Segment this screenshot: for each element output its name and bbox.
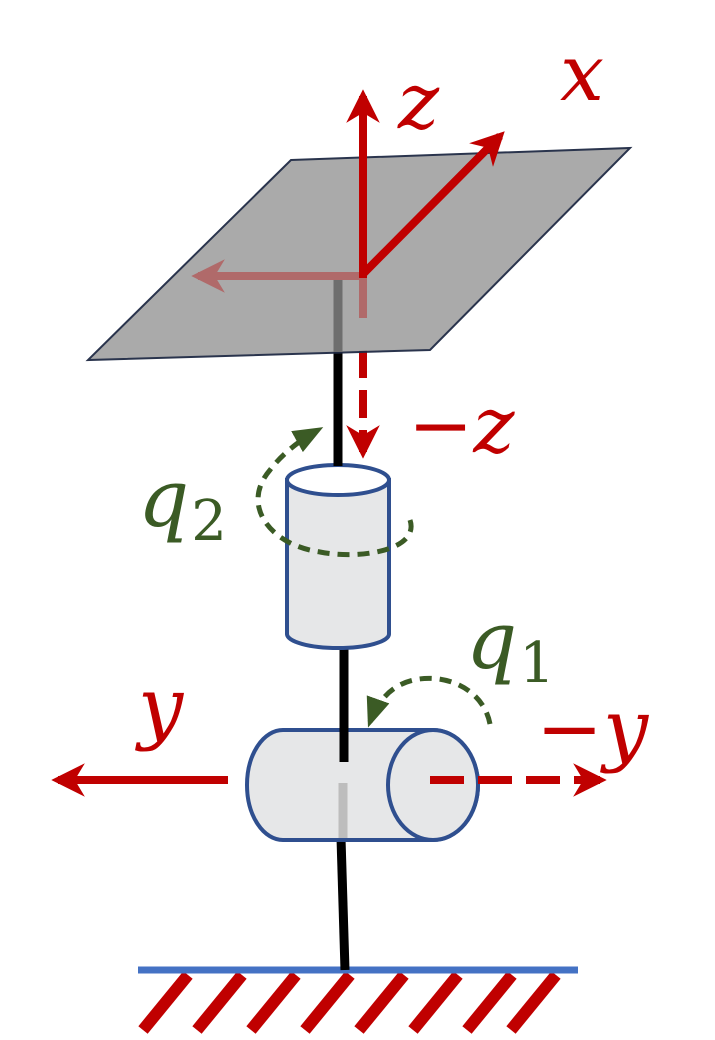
base-link (336, 837, 350, 971)
ground-hatching (138, 971, 561, 1034)
joint-2-cylinder (285, 463, 391, 650)
y-axis-label: y (135, 660, 185, 753)
neg-y-axis-label: −y (536, 682, 650, 775)
q1-rotation-arrow (366, 675, 493, 728)
joint-1-cylinder (245, 728, 480, 842)
q1-subscript: 1 (519, 631, 555, 696)
x-axis-arrow (360, 131, 505, 277)
q2-rotation-arrow (255, 427, 414, 558)
z-axis-label: z (397, 57, 440, 147)
q1-label: q1 (466, 594, 555, 696)
q2-subscript: 2 (191, 489, 227, 554)
neg-z-axis-label: −z (408, 381, 515, 471)
q2-label: q2 (138, 452, 227, 554)
x-axis-label: x (560, 29, 604, 119)
